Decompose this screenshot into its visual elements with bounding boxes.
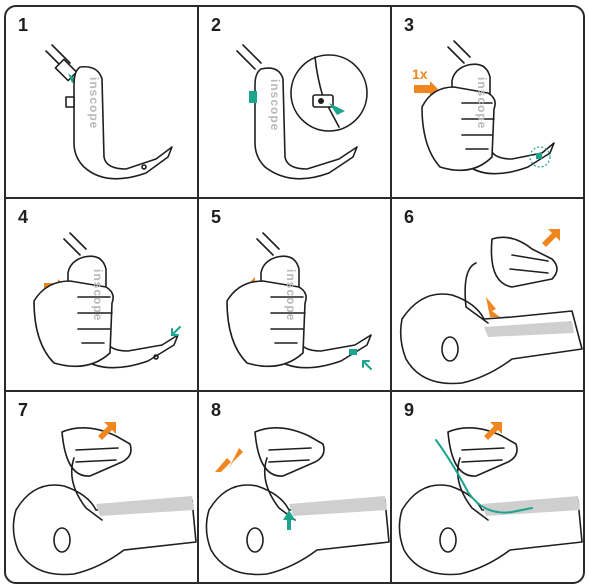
hand-blade-illustration: inscope (6, 199, 197, 389)
step-panel-4: 4 inscope (6, 199, 197, 389)
patient-insertion-illustration (199, 392, 390, 582)
brand-label: inscope (91, 269, 105, 321)
brand-label: inscope (268, 79, 282, 131)
press-count-label: 1x (412, 66, 428, 82)
step-panel-1: 1 inscope (6, 7, 197, 197)
instruction-sheet: 1 inscope 2 inscope 3 (4, 5, 585, 584)
arrow-orange-icon (486, 297, 500, 317)
blade-illustration: inscope (6, 7, 197, 197)
step-panel-2: 2 inscope (199, 7, 390, 197)
patient-insertion-illustration (392, 199, 583, 389)
step-panel-6: 6 (392, 199, 583, 389)
step-panel-3: 3 1x inscope (392, 7, 583, 197)
patient-intubation-illustration (392, 392, 583, 582)
hand-blade-illustration: 1x inscope (392, 7, 583, 197)
brand-label: inscope (475, 77, 489, 129)
direction-icon (172, 327, 180, 335)
step-panel-9: 9 (392, 392, 583, 582)
brand-label: inscope (87, 77, 101, 129)
arrow-orange-icon (542, 229, 560, 247)
hand-blade-illustration: inscope (199, 199, 390, 389)
step-panel-7: 7 (6, 392, 197, 582)
blade-illustration: inscope (199, 7, 390, 197)
step-panel-5: 5 inscope (199, 199, 390, 389)
brand-label: inscope (284, 269, 298, 321)
step-panel-8: 8 (199, 392, 390, 582)
direction-icon (363, 361, 371, 369)
arrow-orange-icon (215, 448, 243, 472)
zoom-detail (291, 55, 367, 131)
patient-insertion-illustration (6, 392, 197, 582)
